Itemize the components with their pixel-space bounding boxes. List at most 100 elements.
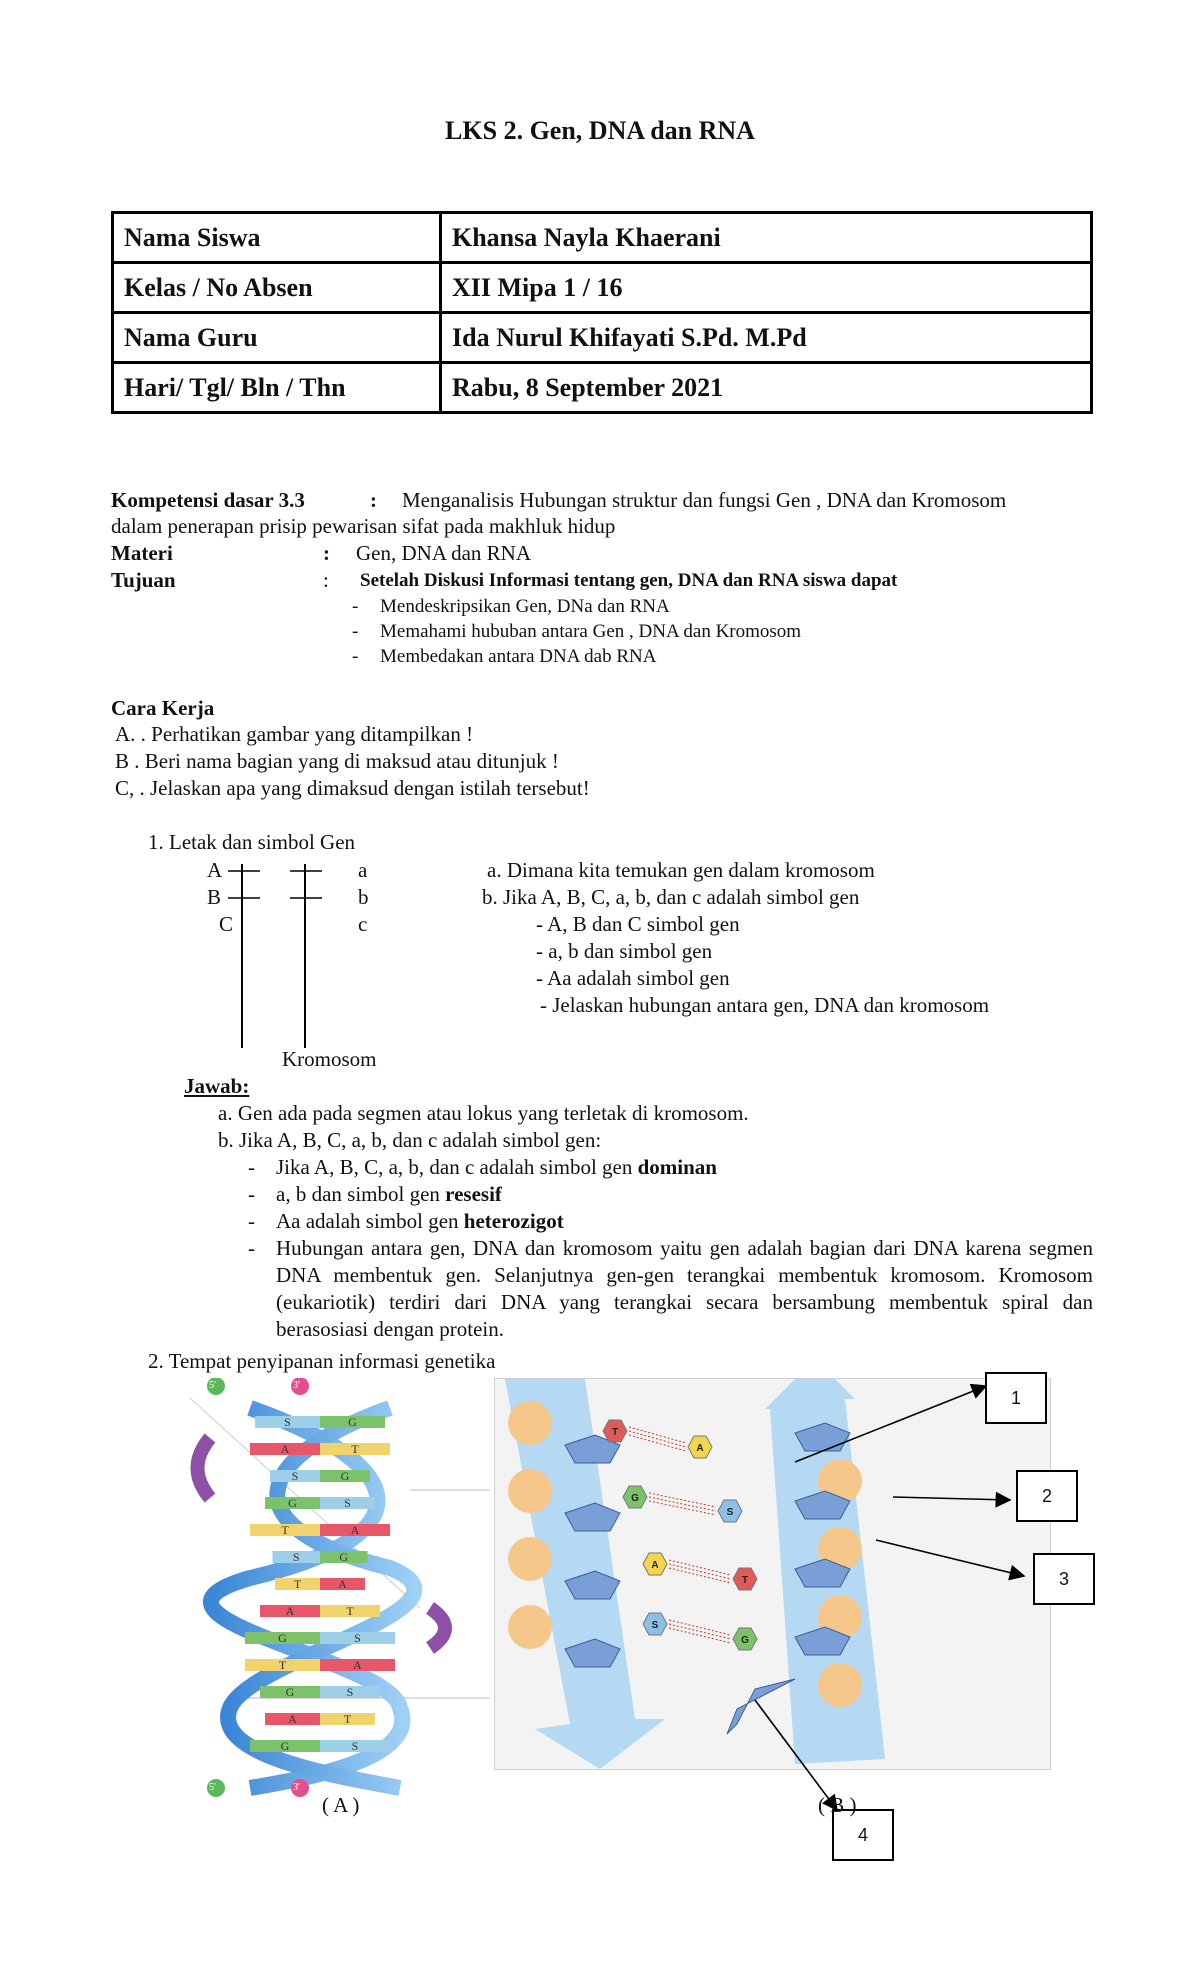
tujuan-label: Tujuan (111, 568, 176, 592)
jawab-item-hubungan: Hubungan antara gen, DNA dan kromosom ya… (276, 1236, 1093, 1341)
base-label: S (292, 1469, 299, 1483)
tujuan-item: -Membedakan antara DNA dab RNA (352, 646, 657, 667)
pointer-label-3: 3 (1033, 1553, 1095, 1605)
info-label: Nama Siswa (111, 211, 442, 264)
nucleotide-base-label: T (742, 1575, 748, 1586)
nucleotide-base (602, 1419, 628, 1443)
cara-kerja-step: C, . Jelaskan apa yang dimaksud dengan i… (115, 776, 590, 800)
base-pair-segment (245, 1632, 320, 1644)
sugar-ring (564, 1638, 621, 1668)
gene-label-upper: C (219, 912, 234, 936)
gene-label-upper: B (207, 885, 222, 909)
jawab-item: -Aa adalah simbol gen heterozigot (248, 1209, 564, 1233)
base-label: T (344, 1712, 352, 1726)
question-2-title: 2. Tempat penyipanan informasi genetika (148, 1349, 496, 1373)
base-pair-segment (250, 1443, 320, 1455)
cara-kerja-step: B . Beri nama bagian yang di maksud atau… (115, 749, 559, 773)
helix-end-label: 5' (209, 1380, 216, 1391)
jawab-item: -Jika A, B, C, a, b, dan c adalah simbol… (248, 1155, 717, 1179)
base-pair-segment (250, 1524, 320, 1536)
nucleotide-base (642, 1612, 668, 1636)
gene-label-upper: A (207, 858, 223, 882)
question-1-item: - a, b dan simbol gen (536, 939, 713, 963)
hydrogen-bond (628, 1426, 687, 1444)
helix-end-label: 3' (293, 1380, 300, 1391)
page-title: LKS 2. Gen, DNA dan RNA (445, 116, 755, 145)
caption-a: ( A ) (322, 1793, 360, 1817)
base-pair-segment (260, 1605, 320, 1617)
hydrogen-bond (668, 1619, 732, 1636)
info-value: XII Mipa 1 / 16 (439, 261, 1093, 314)
question-1-title: 1. Letak dan simbol Gen (148, 830, 356, 854)
phosphate-group (818, 1663, 862, 1707)
helix-end-label: 3' (293, 1782, 300, 1793)
base-label: A (286, 1604, 295, 1618)
nucleotide-base-label: T (612, 1427, 618, 1438)
base-label: G (339, 1550, 348, 1564)
base-label: S (347, 1685, 354, 1699)
base-label: A (288, 1712, 297, 1726)
nucleotide-base (717, 1499, 743, 1523)
base-label: G (286, 1685, 295, 1699)
hydrogen-bond (628, 1434, 687, 1452)
materi-colon: : (323, 541, 330, 565)
base-pair-segment (320, 1578, 365, 1590)
tujuan-item: -Mendeskripsikan Gen, DNa dan RNA (352, 596, 670, 617)
nucleotide-base (732, 1627, 758, 1651)
jawab-heading: Jawab: (184, 1074, 250, 1098)
table-row: Kelas / No Absen XII Mipa 1 / 16 (111, 261, 1093, 314)
phosphate-group (818, 1459, 862, 1503)
nucleotide-base-label: S (727, 1507, 734, 1518)
phosphate-group (508, 1401, 552, 1445)
kompetensi-colon: : (370, 488, 377, 512)
hydrogen-bond (648, 1492, 717, 1508)
base-pair-segment (265, 1497, 320, 1509)
base-label: T (351, 1442, 359, 1456)
kompetensi-label: Kompetensi dasar 3.3 (111, 488, 305, 512)
tujuan-colon: : (323, 568, 329, 592)
sugar-ring (794, 1558, 851, 1588)
sugar-ring (564, 1570, 621, 1600)
base-pair-segment (320, 1740, 390, 1752)
chromosome-diagram (228, 864, 322, 1048)
sugar-ring (726, 1678, 796, 1735)
info-label: Hari/ Tgl/ Bln / Thn (111, 361, 442, 414)
base-label: G (281, 1739, 290, 1753)
cara-kerja-heading: Cara Kerja (111, 696, 215, 720)
base-pair-segment (320, 1524, 390, 1536)
base-pair-segment (270, 1470, 320, 1482)
hydrogen-bond (668, 1567, 732, 1584)
base-label: A (351, 1523, 360, 1537)
question-1-item: - A, B dan C simbol gen (536, 912, 740, 936)
phosphate-group (508, 1605, 552, 1649)
question-1-item: a. Dimana kita temukan gen dalam kromoso… (487, 858, 875, 882)
base-label: G (288, 1496, 297, 1510)
hydrogen-bond (668, 1559, 732, 1576)
helix-end-marker (291, 1779, 309, 1797)
phosphate-group (818, 1527, 862, 1571)
nucleotide-base (687, 1435, 713, 1459)
table-row: Hari/ Tgl/ Bln / Thn Rabu, 8 September 2… (111, 361, 1093, 414)
jawab-a: a. Gen ada pada segmen atau lokus yang t… (218, 1101, 749, 1125)
base-pair-segment (320, 1416, 385, 1428)
pointer-label-4: 4 (832, 1809, 894, 1861)
base-label: G (341, 1469, 350, 1483)
cara-kerja-step: A. . Perhatikan gambar yang ditampilkan … (115, 722, 474, 746)
gene-label-lower: c (358, 912, 368, 936)
materi-label: Materi (111, 541, 173, 565)
base-pair-segment (320, 1443, 390, 1455)
nucleotide-base-label: G (631, 1493, 639, 1504)
base-label: T (346, 1604, 354, 1618)
student-info-table: Nama Siswa Khansa Nayla Khaerani Kelas /… (111, 211, 1093, 414)
pointer-label-1: 1 (985, 1372, 1047, 1424)
info-label: Kelas / No Absen (111, 261, 442, 314)
nucleotide-base-label: S (652, 1620, 659, 1631)
kromosom-label: Kromosom (282, 1047, 377, 1071)
hydrogen-bond (648, 1496, 717, 1512)
nucleotide-base-label: A (651, 1560, 658, 1571)
base-label: A (353, 1658, 362, 1672)
helix-end-label: 5' (209, 1782, 216, 1793)
phosphate-group (508, 1537, 552, 1581)
